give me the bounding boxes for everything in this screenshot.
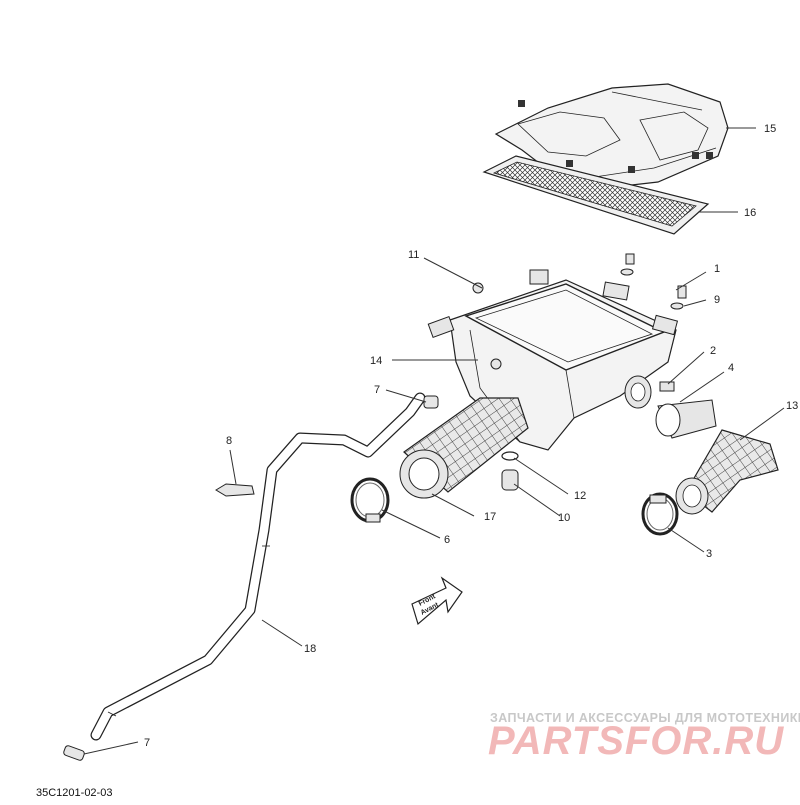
cover-clip-icon [518, 100, 525, 107]
callout-1: 1 [714, 263, 720, 275]
callout-13: 13 [786, 400, 798, 412]
callout-2: 2 [710, 345, 716, 357]
cover-clip-icon [566, 160, 573, 167]
callout-11: 11 [408, 249, 419, 261]
adapter [655, 399, 717, 439]
vent-hose [90, 392, 426, 741]
callout-3: 3 [706, 548, 712, 560]
small-clamp-bottom [63, 745, 85, 761]
small-clamp-top [423, 395, 439, 409]
intake-duct [399, 397, 529, 499]
front-arrow: Front Avant [411, 576, 463, 626]
callout-7-bottom: 7 [144, 737, 150, 749]
cover-clip-icon [628, 166, 635, 173]
watermark-tagline: ЗАПЧАСТИ И АКСЕССУАРЫ ДЛЯ МОТОТЕХНИКИ [490, 711, 800, 725]
clamp-6 [350, 477, 390, 523]
cover-clip-icon [706, 152, 713, 159]
callout-10: 10 [558, 512, 570, 524]
hose-holder [215, 483, 255, 497]
clamp-3 [641, 492, 679, 536]
leader-lines [83, 127, 785, 755]
callout-9: 9 [714, 294, 720, 306]
callout-18: 18 [304, 643, 316, 655]
drain-valve [501, 451, 519, 491]
rear-duct [675, 429, 779, 515]
clamp-2 [659, 381, 675, 392]
callout-labels: 1 2 3 4 6 7 7 8 9 10 11 12 13 14 15 16 1… [144, 123, 798, 749]
callout-7-top: 7 [374, 384, 380, 396]
callout-4: 4 [728, 362, 734, 374]
screws [620, 253, 687, 310]
watermark-logo: PARTSFOR.RU [488, 719, 784, 763]
callout-16: 16 [744, 207, 756, 219]
callout-12: 12 [574, 490, 586, 502]
diagram-reference-code: 35C1201-02-03 [36, 787, 112, 799]
watermark: ЗАПЧАСТИ И АКСЕССУАРЫ ДЛЯ МОТОТЕХНИКИ PA… [488, 711, 800, 763]
callout-14: 14 [370, 355, 382, 367]
air-filter [482, 155, 710, 235]
box-clips [472, 282, 502, 370]
callout-17: 17 [484, 511, 496, 523]
callout-8: 8 [226, 435, 232, 447]
callout-6: 6 [444, 534, 450, 546]
callout-15: 15 [764, 123, 776, 135]
cover-clip-icon [692, 152, 699, 159]
